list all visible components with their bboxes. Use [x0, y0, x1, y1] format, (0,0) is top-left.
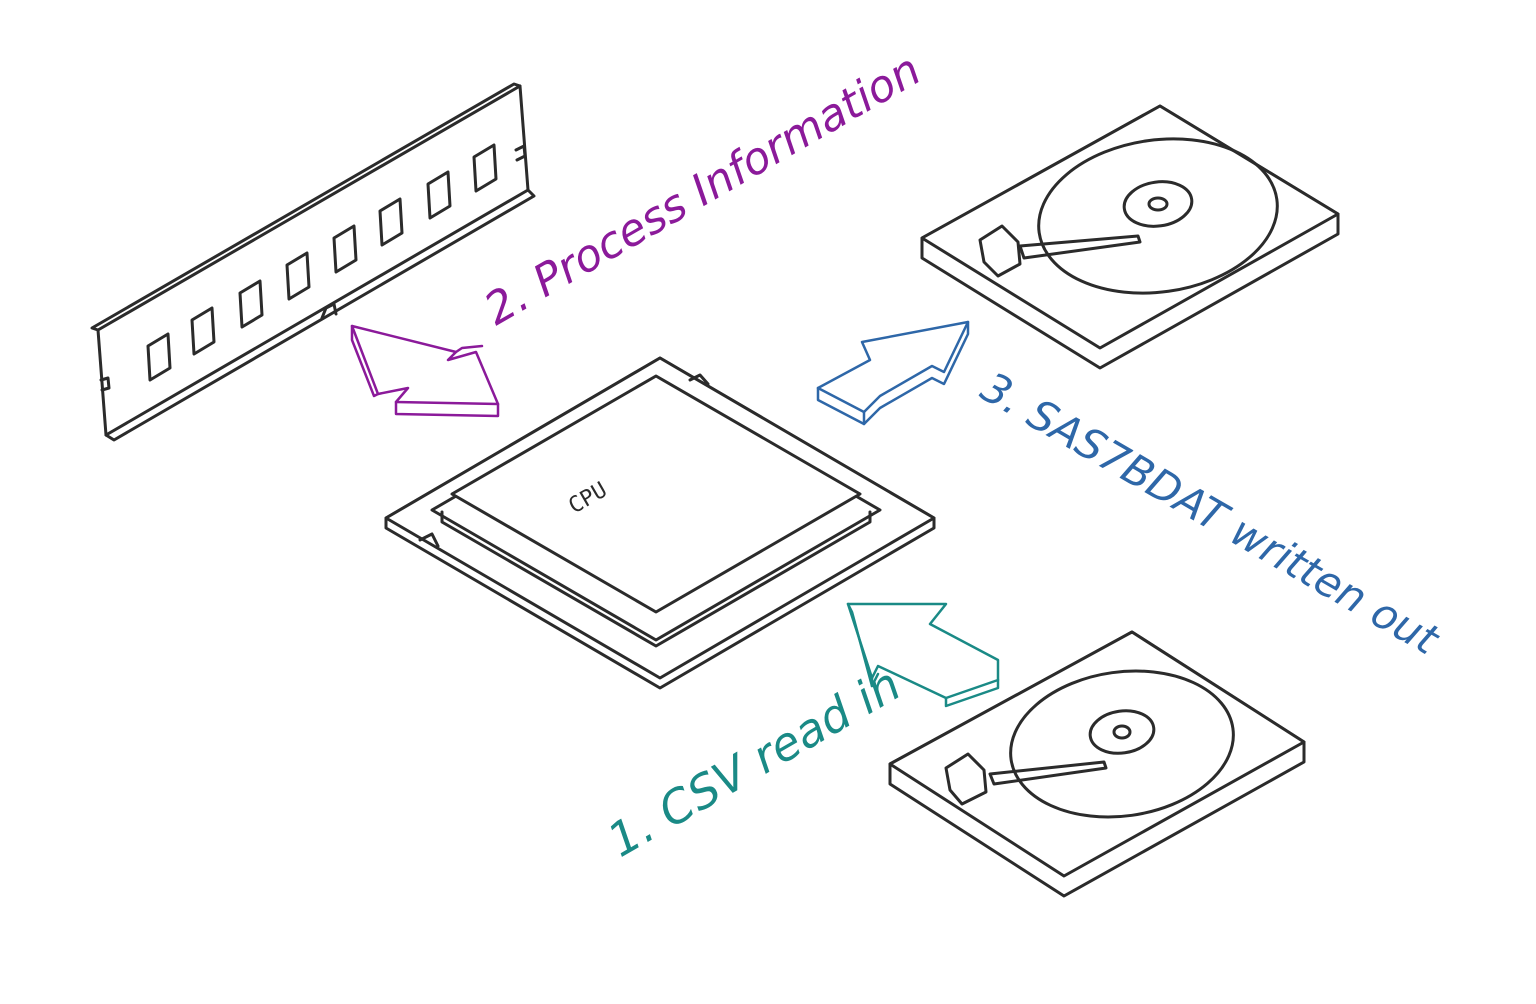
arrow-read-in	[846, 602, 1000, 708]
arrow-process-information	[350, 324, 500, 418]
step-label-read: 1. CSV read in	[599, 657, 910, 868]
ram-chips	[146, 143, 498, 382]
hard-drive-output	[920, 104, 1340, 370]
hard-drive-input	[888, 630, 1306, 898]
ram-module	[90, 82, 536, 442]
cpu-chip: CPU	[384, 356, 936, 690]
step-label-write: 3. SAS7BDAT written out	[973, 362, 1448, 665]
step-label-process: 2. Process Information	[476, 44, 929, 335]
arrow-written-out	[816, 320, 970, 426]
